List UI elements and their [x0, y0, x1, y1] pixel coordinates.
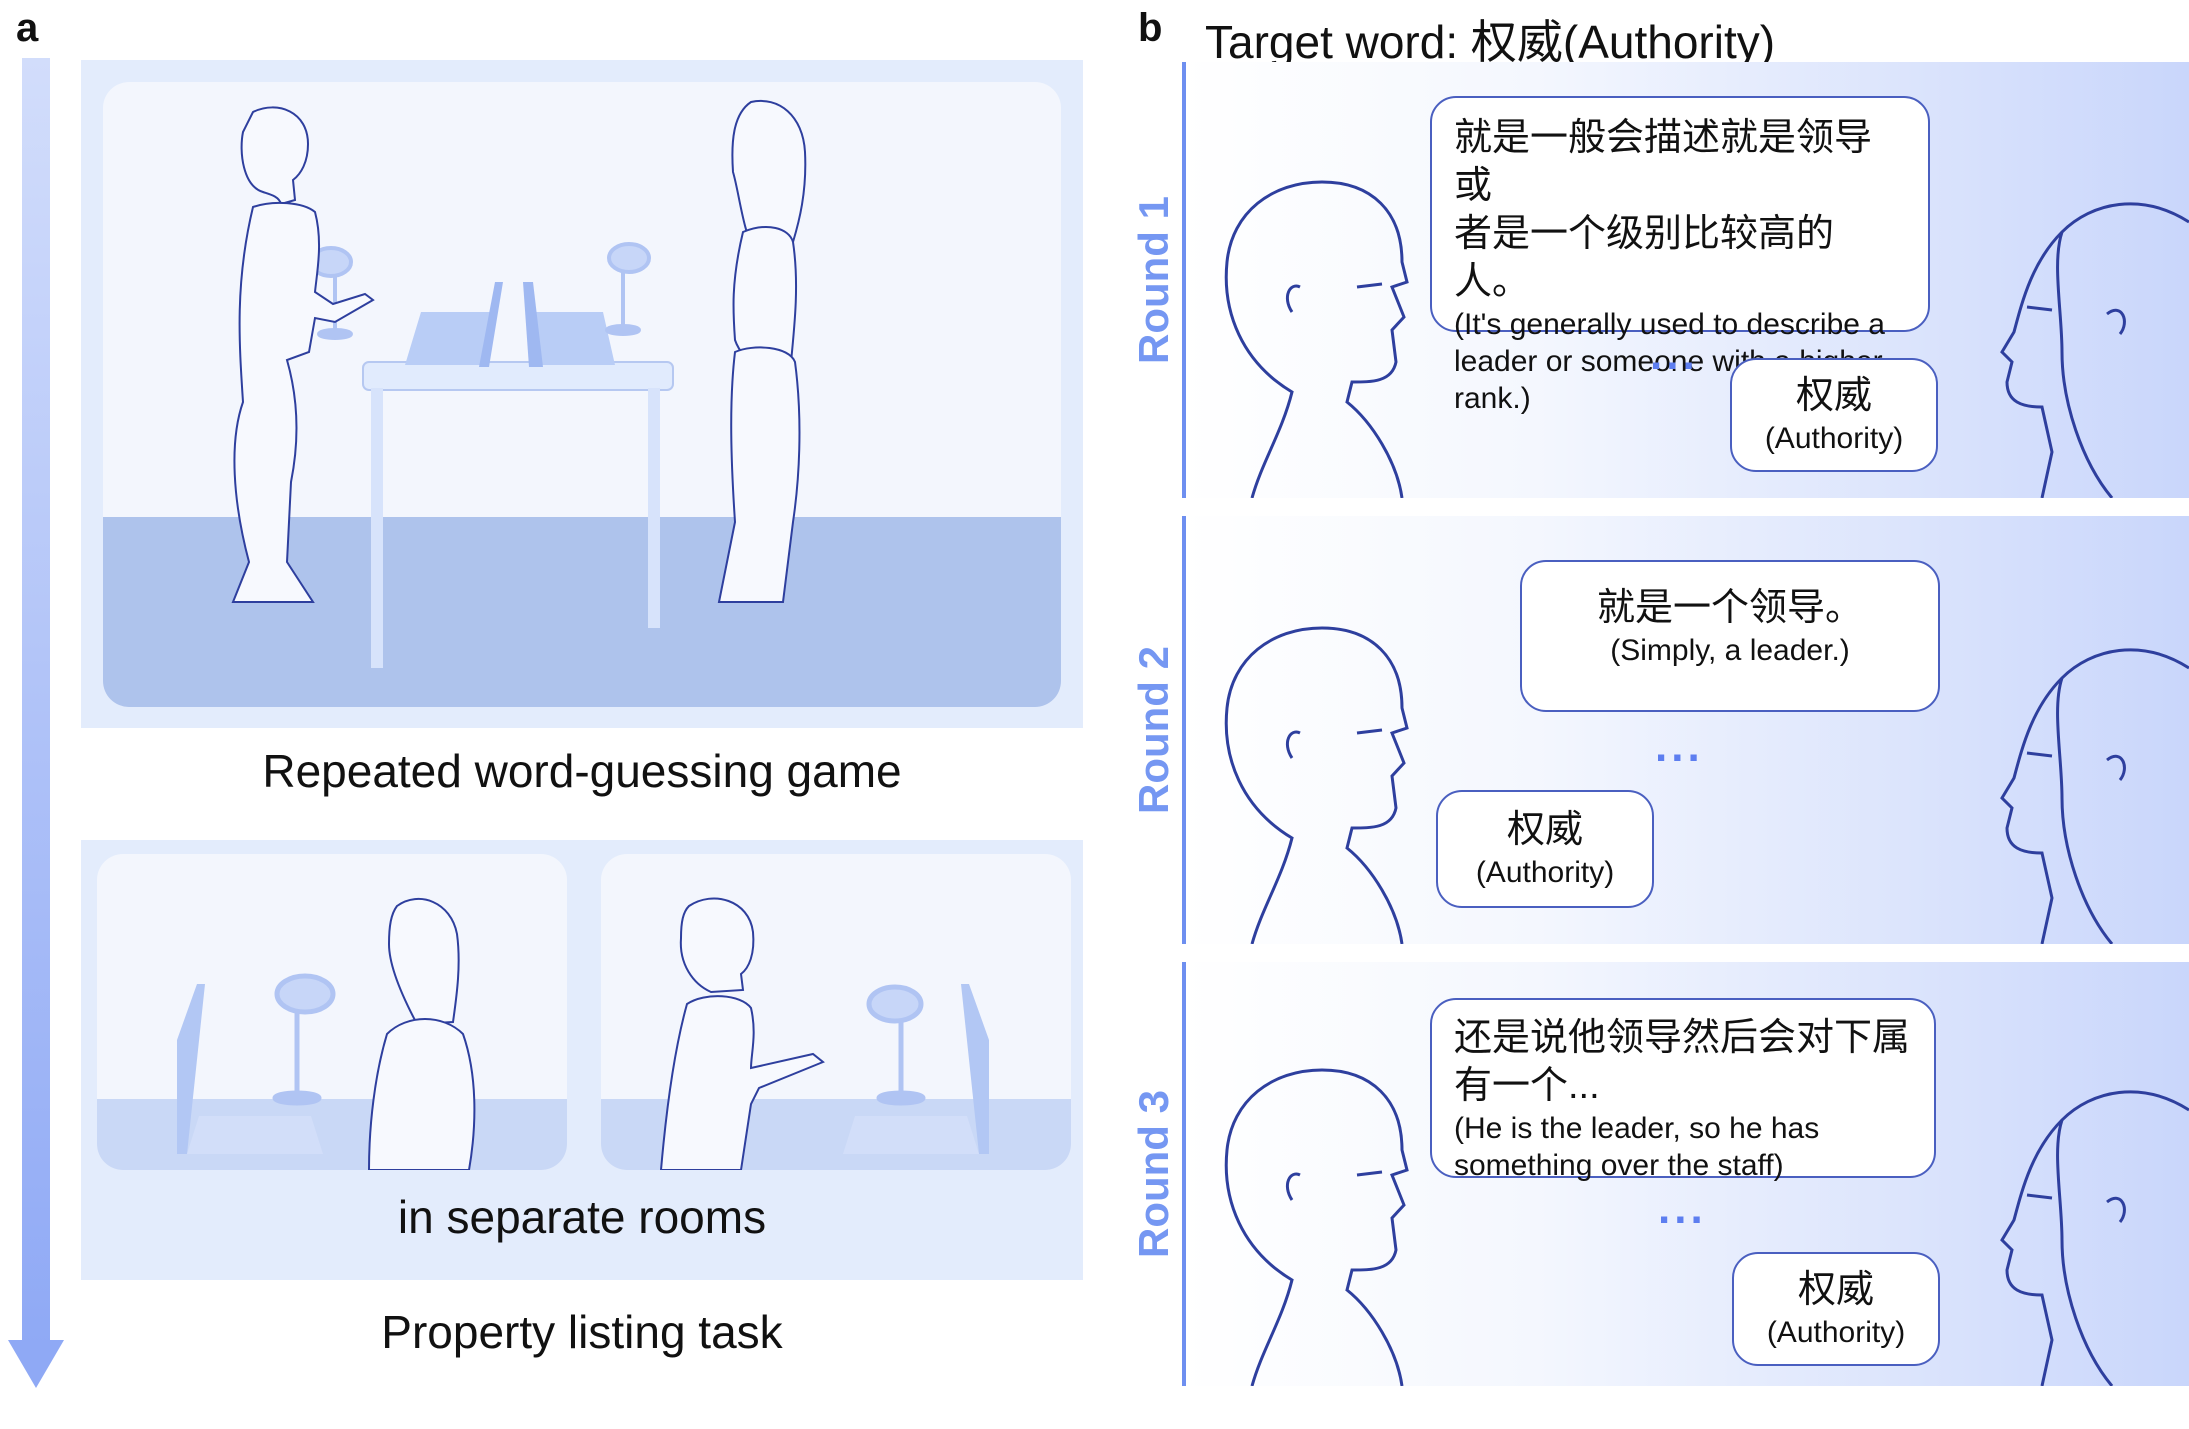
head-profile-icon	[1224, 180, 1409, 498]
round-label: Round 3	[1130, 1090, 1177, 1258]
microphone-icon	[605, 242, 651, 336]
person-figure-icon	[717, 99, 807, 603]
round-divider	[1182, 516, 1186, 944]
caption-word-guessing-game: Repeated word-guessing game	[262, 745, 902, 797]
caption-property-listing-task: Property listing task	[381, 1306, 783, 1358]
room-left	[97, 854, 567, 1170]
describer-utterance-zh: 就是一般会描述就是领导或	[1454, 117, 1873, 207]
face-to-face-scene	[81, 60, 1083, 728]
guess-en: (Authority)	[1475, 856, 1615, 889]
round-divider	[1182, 62, 1186, 498]
describer-utterance-en: rank.)	[1454, 382, 1531, 415]
round-2-heads	[1224, 626, 2189, 944]
shared-room-illustration	[103, 99, 1061, 707]
laptop-icon	[405, 282, 503, 367]
room-left-illustration	[97, 897, 567, 1170]
speech-bubble-guesser: 权威 (Authority)	[1436, 790, 1654, 908]
shared-room	[103, 82, 1061, 707]
round-label: Round 1	[1130, 196, 1177, 364]
room-right	[601, 854, 1071, 1170]
describer-utterance-zh: 就是一个领导。	[1596, 587, 1863, 629]
head-profile-icon	[2000, 648, 2189, 944]
panel-b-letter: b	[1138, 6, 1163, 50]
speech-bubble-describer: 还是说他领导然后会对下属 有一个... (He is the leader, s…	[1430, 998, 1936, 1182]
round-3: Round 3 还是说他领导然后会对下属 有一个... (He is the l…	[1130, 962, 2189, 1386]
target-word-title: Target word: 权威(Authority)	[1205, 16, 1776, 68]
guess-zh: 权威	[1506, 809, 1583, 851]
ellipsis: ...	[1658, 1184, 1707, 1233]
round-1: Round 1 就是一般会描述就是领导或 者是一个级别比较高的人。 (It's …	[1130, 62, 2189, 498]
head-profile-icon	[1224, 626, 1409, 944]
round-divider	[1182, 962, 1186, 1386]
guess-en: (Authority)	[1766, 1316, 1906, 1349]
person-figure-icon	[659, 897, 825, 1170]
microphone-icon	[866, 984, 926, 1106]
speech-bubble-describer: 就是一般会描述就是领导或 者是一个级别比较高的人。 (It's generall…	[1430, 96, 1930, 415]
ellipsis: ...	[1650, 330, 1699, 379]
room-right-illustration	[601, 897, 1071, 1170]
round-label: Round 2	[1130, 646, 1177, 814]
describer-utterance-en: (Simply, a leader.)	[1610, 634, 1850, 667]
caption-separate-rooms: in separate rooms	[397, 1191, 767, 1243]
describer-utterance-en: (It's generally used to describe a	[1454, 308, 1885, 341]
describer-utterance-en: something over the staff)	[1454, 1149, 1784, 1182]
head-profile-icon	[2000, 202, 2189, 498]
speech-bubble-describer: 就是一个领导。 (Simply, a leader.)	[1520, 560, 1940, 712]
round-1-heads	[1224, 180, 2189, 498]
round-2: Round 2 就是一个领导。 (Simply, a leader.) ... …	[1130, 516, 2189, 944]
laptop-icon	[177, 984, 323, 1154]
describer-utterance-en: (He is the leader, so he has	[1454, 1112, 1820, 1145]
ellipsis: ...	[1655, 722, 1704, 771]
head-profile-icon	[1224, 1068, 1409, 1386]
describer-utterance-zh: 有一个...	[1454, 1065, 1600, 1107]
person-figure-icon	[231, 106, 375, 603]
timeline-arrow-icon	[8, 58, 64, 1388]
person-figure-icon	[367, 897, 476, 1170]
round-3-heads	[1224, 1068, 2189, 1386]
guess-zh: 权威	[1795, 375, 1872, 417]
speech-bubble-guesser: 权威 (Authority)	[1730, 358, 1938, 472]
speech-bubble-guesser: 权威 (Authority)	[1732, 1252, 1940, 1366]
microphone-icon	[272, 973, 336, 1106]
panel-a-letter: a	[16, 6, 39, 50]
separate-rooms-scene: in separate rooms	[81, 840, 1083, 1280]
laptop-icon	[523, 282, 615, 367]
head-profile-icon	[2000, 1090, 2189, 1386]
describer-utterance-zh: 还是说他领导然后会对下属	[1454, 1017, 1911, 1059]
laptop-icon	[843, 984, 989, 1154]
guess-zh: 权威	[1797, 1269, 1874, 1311]
describer-utterance-zh: 者是一个级别比较高的人。	[1454, 213, 1835, 303]
table-icon	[362, 361, 674, 668]
guess-en: (Authority)	[1764, 422, 1904, 455]
